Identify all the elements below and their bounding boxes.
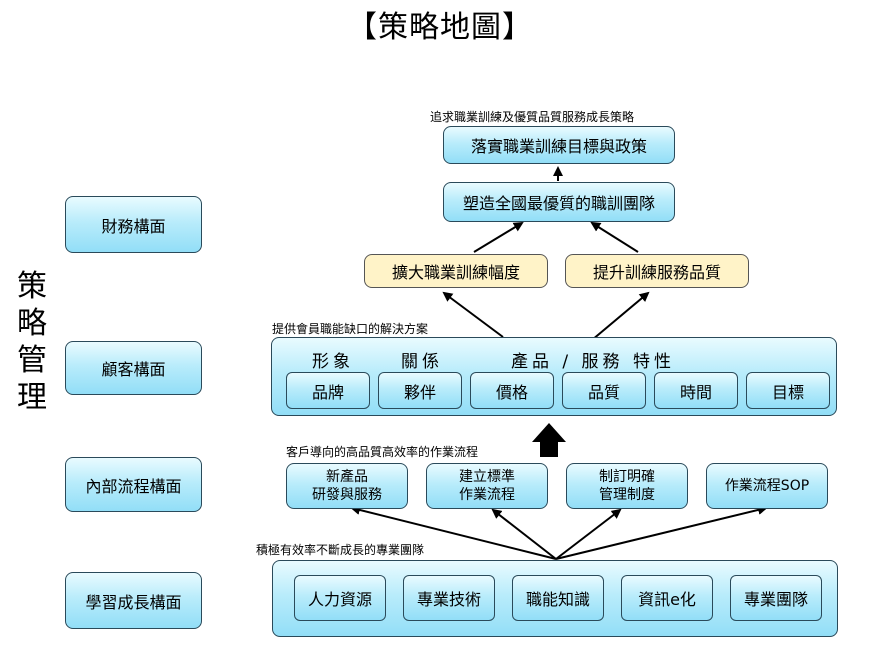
arrow-learning-to-internal-2 (491, 508, 557, 560)
thick-up-arrow (532, 423, 566, 457)
side-label: 策 略 管 理 (14, 268, 50, 416)
header-product: 產品 / 服務 特性 (511, 352, 675, 372)
perspective-learning: 學習成長構面 (65, 572, 202, 629)
perspective-financial: 財務構面 (65, 196, 202, 253)
arrow-expand-to-team (473, 221, 524, 253)
customer-item-price: 價格 (470, 372, 554, 409)
learning-caption: 積極有效率不斷成長的專業團隊 (256, 543, 425, 557)
strategy-caption: 追求職業訓練及優質品質服務成長策略 (430, 110, 635, 124)
side-label-char: 略 (17, 306, 47, 341)
perspective-internal: 內部流程構面 (65, 457, 202, 512)
internal-item-line: 研發與服務 (312, 487, 382, 503)
header-image: 形象 (312, 352, 354, 372)
internal-caption: 客戶導向的高品質高效率的作業流程 (286, 445, 479, 459)
internal-item-new-product: 新產品 研發與服務 (286, 463, 408, 509)
internal-item-line: 管理制度 (599, 487, 655, 503)
arrow-quality-to-team (590, 221, 639, 253)
arrow-learning-to-internal-3 (555, 508, 622, 560)
customer-item-brand: 品牌 (286, 372, 370, 409)
internal-item-standard-process: 建立標準 作業流程 (426, 463, 548, 509)
customer-item-target: 目標 (746, 372, 830, 409)
page-title: 【策略地圖】 (347, 10, 533, 45)
arrow-learning-to-internal-1 (350, 505, 557, 560)
customer-item-partner: 夥伴 (378, 372, 462, 409)
learning-item-tech: 專業技術 (403, 575, 495, 621)
internal-item-line: 建立標準 (459, 469, 515, 485)
arrow-learning-to-internal-4 (555, 505, 768, 560)
side-label-char: 策 (17, 269, 47, 304)
side-label-char: 管 (17, 343, 47, 378)
customer-item-time: 時間 (654, 372, 738, 409)
learning-item-team: 專業團隊 (730, 575, 822, 621)
internal-item-management-system: 制訂明確 管理制度 (566, 463, 688, 509)
customer-item-quality: 品質 (562, 372, 646, 409)
team-box: 塑造全國最優質的職訓團隊 (443, 182, 675, 222)
side-label-char: 理 (17, 380, 47, 415)
financial-goal-quality: 提升訓練服務品質 (565, 254, 749, 288)
goal-box: 落實職業訓練目標與政策 (443, 126, 675, 164)
financial-goal-expand: 擴大職業訓練幅度 (364, 254, 548, 288)
perspective-customer: 顧客構面 (65, 341, 202, 395)
learning-item-hr: 人力資源 (294, 575, 386, 621)
customer-caption: 提供會員職能缺口的解決方案 (272, 322, 429, 336)
internal-item-sop: 作業流程SOP (706, 463, 828, 509)
arrow-customer-to-expand (442, 291, 504, 338)
header-relation: 關係 (401, 352, 443, 372)
learning-item-it: 資訊e化 (621, 575, 713, 621)
internal-item-line: 新產品 (326, 469, 368, 485)
learning-item-knowledge: 職能知識 (512, 575, 604, 621)
internal-item-line: 作業流程 (459, 487, 515, 503)
arrow-customer-to-quality (591, 291, 650, 341)
internal-item-line: 制訂明確 (599, 469, 655, 485)
